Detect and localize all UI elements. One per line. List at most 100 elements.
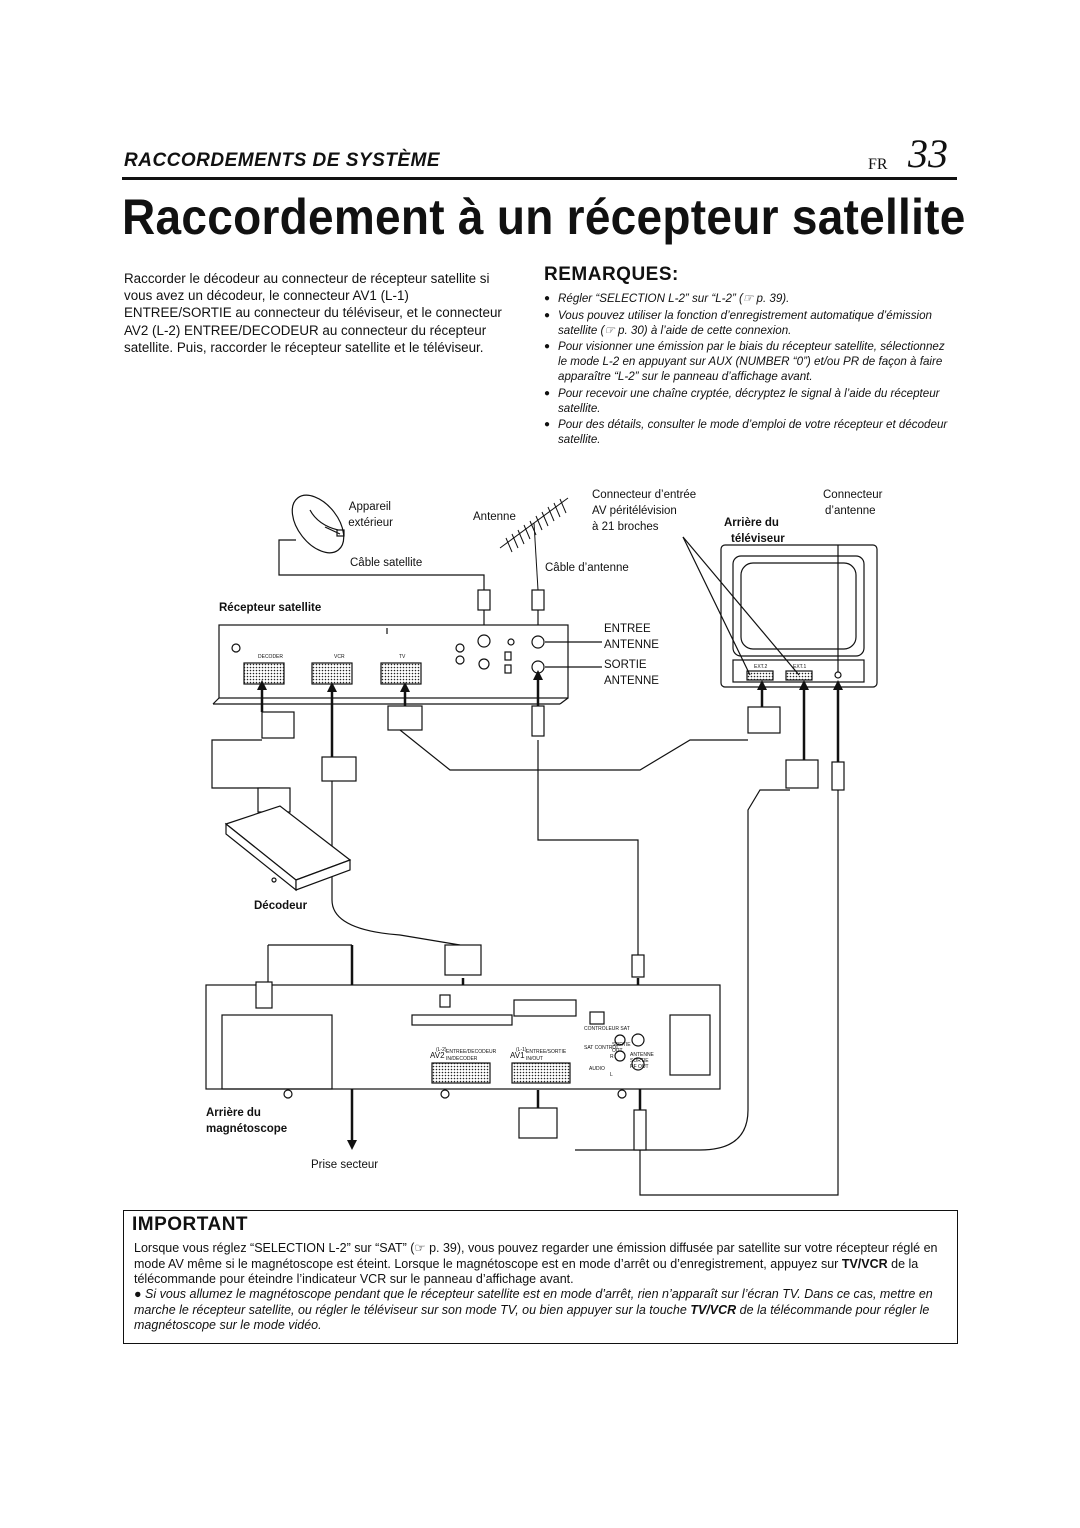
audio-l-label: L <box>610 1072 613 1078</box>
svg-text:TV: TV <box>399 654 406 660</box>
svg-text:Appareil: Appareil <box>349 501 391 513</box>
svg-text:SORTIE: SORTIE <box>630 1058 649 1064</box>
svg-text:d’antenne: d’antenne <box>825 505 876 517</box>
av1-port-label: IN/OUT <box>526 1056 543 1062</box>
bullet-icon: ● <box>544 309 551 321</box>
remarks-list: ● Régler “SELECTION L-2” sur “L-2” (☞ p. … <box>544 292 956 450</box>
av1-port-label: ENTREE/SORTIE <box>526 1049 567 1055</box>
rf-out-label: RF OUT <box>630 1064 649 1070</box>
important-note: ● Si vous allumez le magnétoscope pendan… <box>134 1287 952 1334</box>
bullet-icon: ● <box>134 1287 142 1301</box>
vcr-rear <box>205 981 721 1099</box>
svg-text:ENTREE/SORTIE: ENTREE/SORTIE <box>526 1049 567 1055</box>
remark-item: ●Vous pouvez utiliser la fonction d’enre… <box>544 309 956 339</box>
audio-label: AUDIO <box>589 1066 605 1072</box>
svg-text:CONTROLEUR SAT: CONTROLEUR SAT <box>584 1026 630 1032</box>
svg-text:(L-1): (L-1) <box>516 1047 527 1053</box>
antenna-out-label: SORTIE <box>604 659 647 671</box>
svg-text:Décodeur: Décodeur <box>254 900 308 912</box>
header-rule <box>122 177 957 180</box>
av1-label: AV1 <box>510 1051 525 1060</box>
av-connector-label: Connecteur d’entrée <box>592 489 696 501</box>
svg-text:RF OUT: RF OUT <box>630 1064 649 1070</box>
remark-text: Pour des détails, consulter le mode d’em… <box>558 418 948 447</box>
decoder-box <box>224 805 352 892</box>
svg-text:IN/OUT: IN/OUT <box>526 1056 543 1062</box>
tv-port-ext2: EXT.2 <box>754 664 768 670</box>
svg-text:L: L <box>610 1072 613 1078</box>
page-title: Raccordement à un récepteur satellite <box>122 189 966 245</box>
rf-out-label: ANTENNE <box>630 1052 655 1058</box>
antenna-in-label: ENTREE <box>604 623 651 635</box>
remark-text: Pour visionner une émission par le biais… <box>558 340 945 383</box>
svg-text:OUT: OUT <box>612 1048 623 1054</box>
svg-text:ANTENNE: ANTENNE <box>604 639 659 651</box>
connection-arrows <box>260 678 840 1142</box>
mains-label: Prise secteur <box>311 1159 378 1171</box>
intro-paragraph: Raccorder le décodeur au connecteur de r… <box>124 271 502 355</box>
svg-text:SORTIE: SORTIE <box>612 1042 631 1048</box>
svg-text:(L-2): (L-2) <box>436 1047 447 1053</box>
av-connector-label: AV péritélévision <box>592 505 677 517</box>
svg-text:AV péritélévision: AV péritélévision <box>592 505 677 517</box>
antenna-connector-label: d’antenne <box>825 505 876 517</box>
svg-text:Prise secteur: Prise secteur <box>311 1159 378 1171</box>
antenna-out-label: ANTENNE <box>604 675 659 687</box>
bullet-icon: ● <box>544 419 551 431</box>
port-label-tv: TV <box>399 654 406 660</box>
svg-text:AUDIO: AUDIO <box>589 1066 605 1072</box>
remark-item: ● Pour visionner une émission par le biai… <box>544 340 956 384</box>
svg-text:ENTREE: ENTREE <box>604 623 651 635</box>
remark-item: ● Pour recevoir une chaîne cryptée, décry… <box>544 387 956 417</box>
important-note-part: de la télécommande pour régler le magnét… <box>134 1302 930 1333</box>
av2-port-label: IN/DECODER <box>446 1056 478 1062</box>
svg-text:EXT.1: EXT.1 <box>793 664 807 670</box>
svg-text:ENTREE/DECODEUR: ENTREE/DECODEUR <box>446 1049 497 1055</box>
svg-text:Connecteur d’entrée: Connecteur d’entrée <box>592 489 696 501</box>
tv-rear-label: téléviseur <box>731 533 785 545</box>
svg-text:Connecteur: Connecteur <box>823 489 883 501</box>
sortie-out-label: SORTIE <box>612 1042 631 1048</box>
bullet-icon: ● <box>544 341 551 353</box>
satellite-receiver-label: Récepteur satellite <box>219 602 321 614</box>
important-text-part: de la télécommande pour éteindre l’indic… <box>134 1256 919 1287</box>
rf-out-label: SORTIE <box>630 1058 649 1064</box>
remark-text: Pour recevoir une chaîne cryptée, décryp… <box>558 386 940 415</box>
outdoor-unit-label: Appareil <box>349 501 391 513</box>
important-note-part: Si vous allumez le magnétoscope pendant … <box>134 1287 933 1317</box>
av2-port-label: ENTREE/DECODEUR <box>446 1049 497 1055</box>
television <box>682 536 878 688</box>
arrow-heads <box>257 670 843 1150</box>
satellite-cable-label: Câble satellite <box>350 557 422 569</box>
remark-item: ● Régler “SELECTION L-2” sur “L-2” (☞ p. … <box>544 292 956 307</box>
svg-text:Arrière du: Arrière du <box>206 1107 261 1119</box>
svg-text:AV1: AV1 <box>510 1051 525 1060</box>
svg-text:EXT.2: EXT.2 <box>754 664 768 670</box>
important-box <box>123 1210 958 1344</box>
decoder-label: Décodeur <box>254 900 308 912</box>
remark-item: ● Pour des détails, consulter le mode d’e… <box>544 418 956 448</box>
port-label-decoder: DECODER <box>258 654 283 660</box>
bullet-icon: ● <box>544 293 551 304</box>
tv-vcr-key: TV/VCR <box>690 1302 737 1317</box>
vcr-rear-label: Arrière du <box>206 1107 261 1119</box>
important-text: Lorsque vous réglez “SELECTION L-2” sur … <box>134 1241 950 1288</box>
remark-text: Régler “SELECTION L-2” sur “L-2” (☞ p. 3… <box>558 292 790 305</box>
sortie-out-label: OUT <box>612 1048 623 1054</box>
av-connector-label: à 21 broches <box>592 521 659 533</box>
svg-text:Antenne: Antenne <box>473 511 516 523</box>
satellite-dish-icon <box>278 494 485 592</box>
important-title: IMPORTANT <box>132 1214 249 1235</box>
antenna-label: Antenne <box>473 511 516 523</box>
bullet-icon: ● <box>544 387 551 399</box>
av2-sub-label: (L-2) <box>436 1047 447 1053</box>
tv-rear-label: Arrière du <box>724 517 779 529</box>
outdoor-unit-label: extérieur <box>348 517 393 529</box>
av1-sub-label: (L-1) <box>516 1047 527 1053</box>
svg-text:VCR: VCR <box>334 654 345 660</box>
av2-label: AV2 <box>430 1051 445 1060</box>
connection-diagram: Appareil extérieur Antenne Câble satelli… <box>205 489 883 1196</box>
svg-text:téléviseur: téléviseur <box>731 533 785 545</box>
svg-text:R: R <box>610 1054 614 1060</box>
page-number: 33 <box>908 131 948 176</box>
